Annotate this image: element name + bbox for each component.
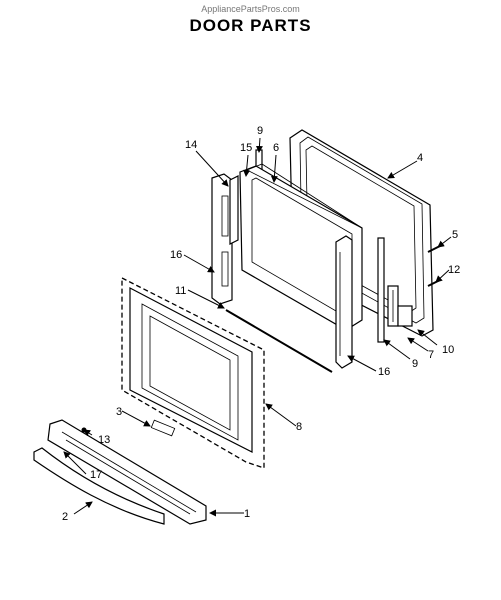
glass-retainer-left-part [211, 173, 239, 305]
callout-3: 3 [116, 406, 122, 418]
callout-9-top: 9 [257, 125, 263, 137]
badge-part [150, 419, 176, 437]
callout-14: 14 [185, 139, 197, 151]
callout-9-bottom: 9 [412, 358, 418, 370]
gasket-strip-part [225, 309, 333, 373]
callout-6: 6 [273, 142, 279, 154]
callout-10: 10 [442, 344, 454, 356]
callout-labels: 1 2 3 4 5 6 7 8 9 9 10 11 12 13 14 15 16… [62, 125, 460, 523]
callout-16-left: 16 [170, 249, 182, 261]
callout-17: 17 [90, 469, 102, 481]
callout-2: 2 [62, 511, 68, 523]
callout-7: 7 [428, 349, 434, 361]
control-panel-trim-part [47, 419, 207, 525]
callout-4: 4 [417, 152, 423, 164]
handle-part [33, 447, 165, 525]
glass-retainer-right-part [335, 235, 353, 369]
callout-1: 1 [244, 508, 250, 520]
hinge-part [387, 285, 413, 327]
inner-glass-part [239, 163, 363, 331]
callout-11: 11 [175, 285, 186, 297]
callout-16-right: 16 [378, 366, 390, 378]
watermark: AppliancePartsPros.com [201, 4, 300, 14]
callout-13: 13 [98, 434, 110, 446]
leader-lines [63, 137, 452, 517]
outer-door-part [121, 276, 265, 469]
callout-12: 12 [448, 264, 460, 276]
callout-8: 8 [296, 421, 302, 433]
callout-5: 5 [452, 229, 458, 241]
callout-15: 15 [240, 142, 252, 154]
page-title: DOOR PARTS [189, 16, 312, 35]
